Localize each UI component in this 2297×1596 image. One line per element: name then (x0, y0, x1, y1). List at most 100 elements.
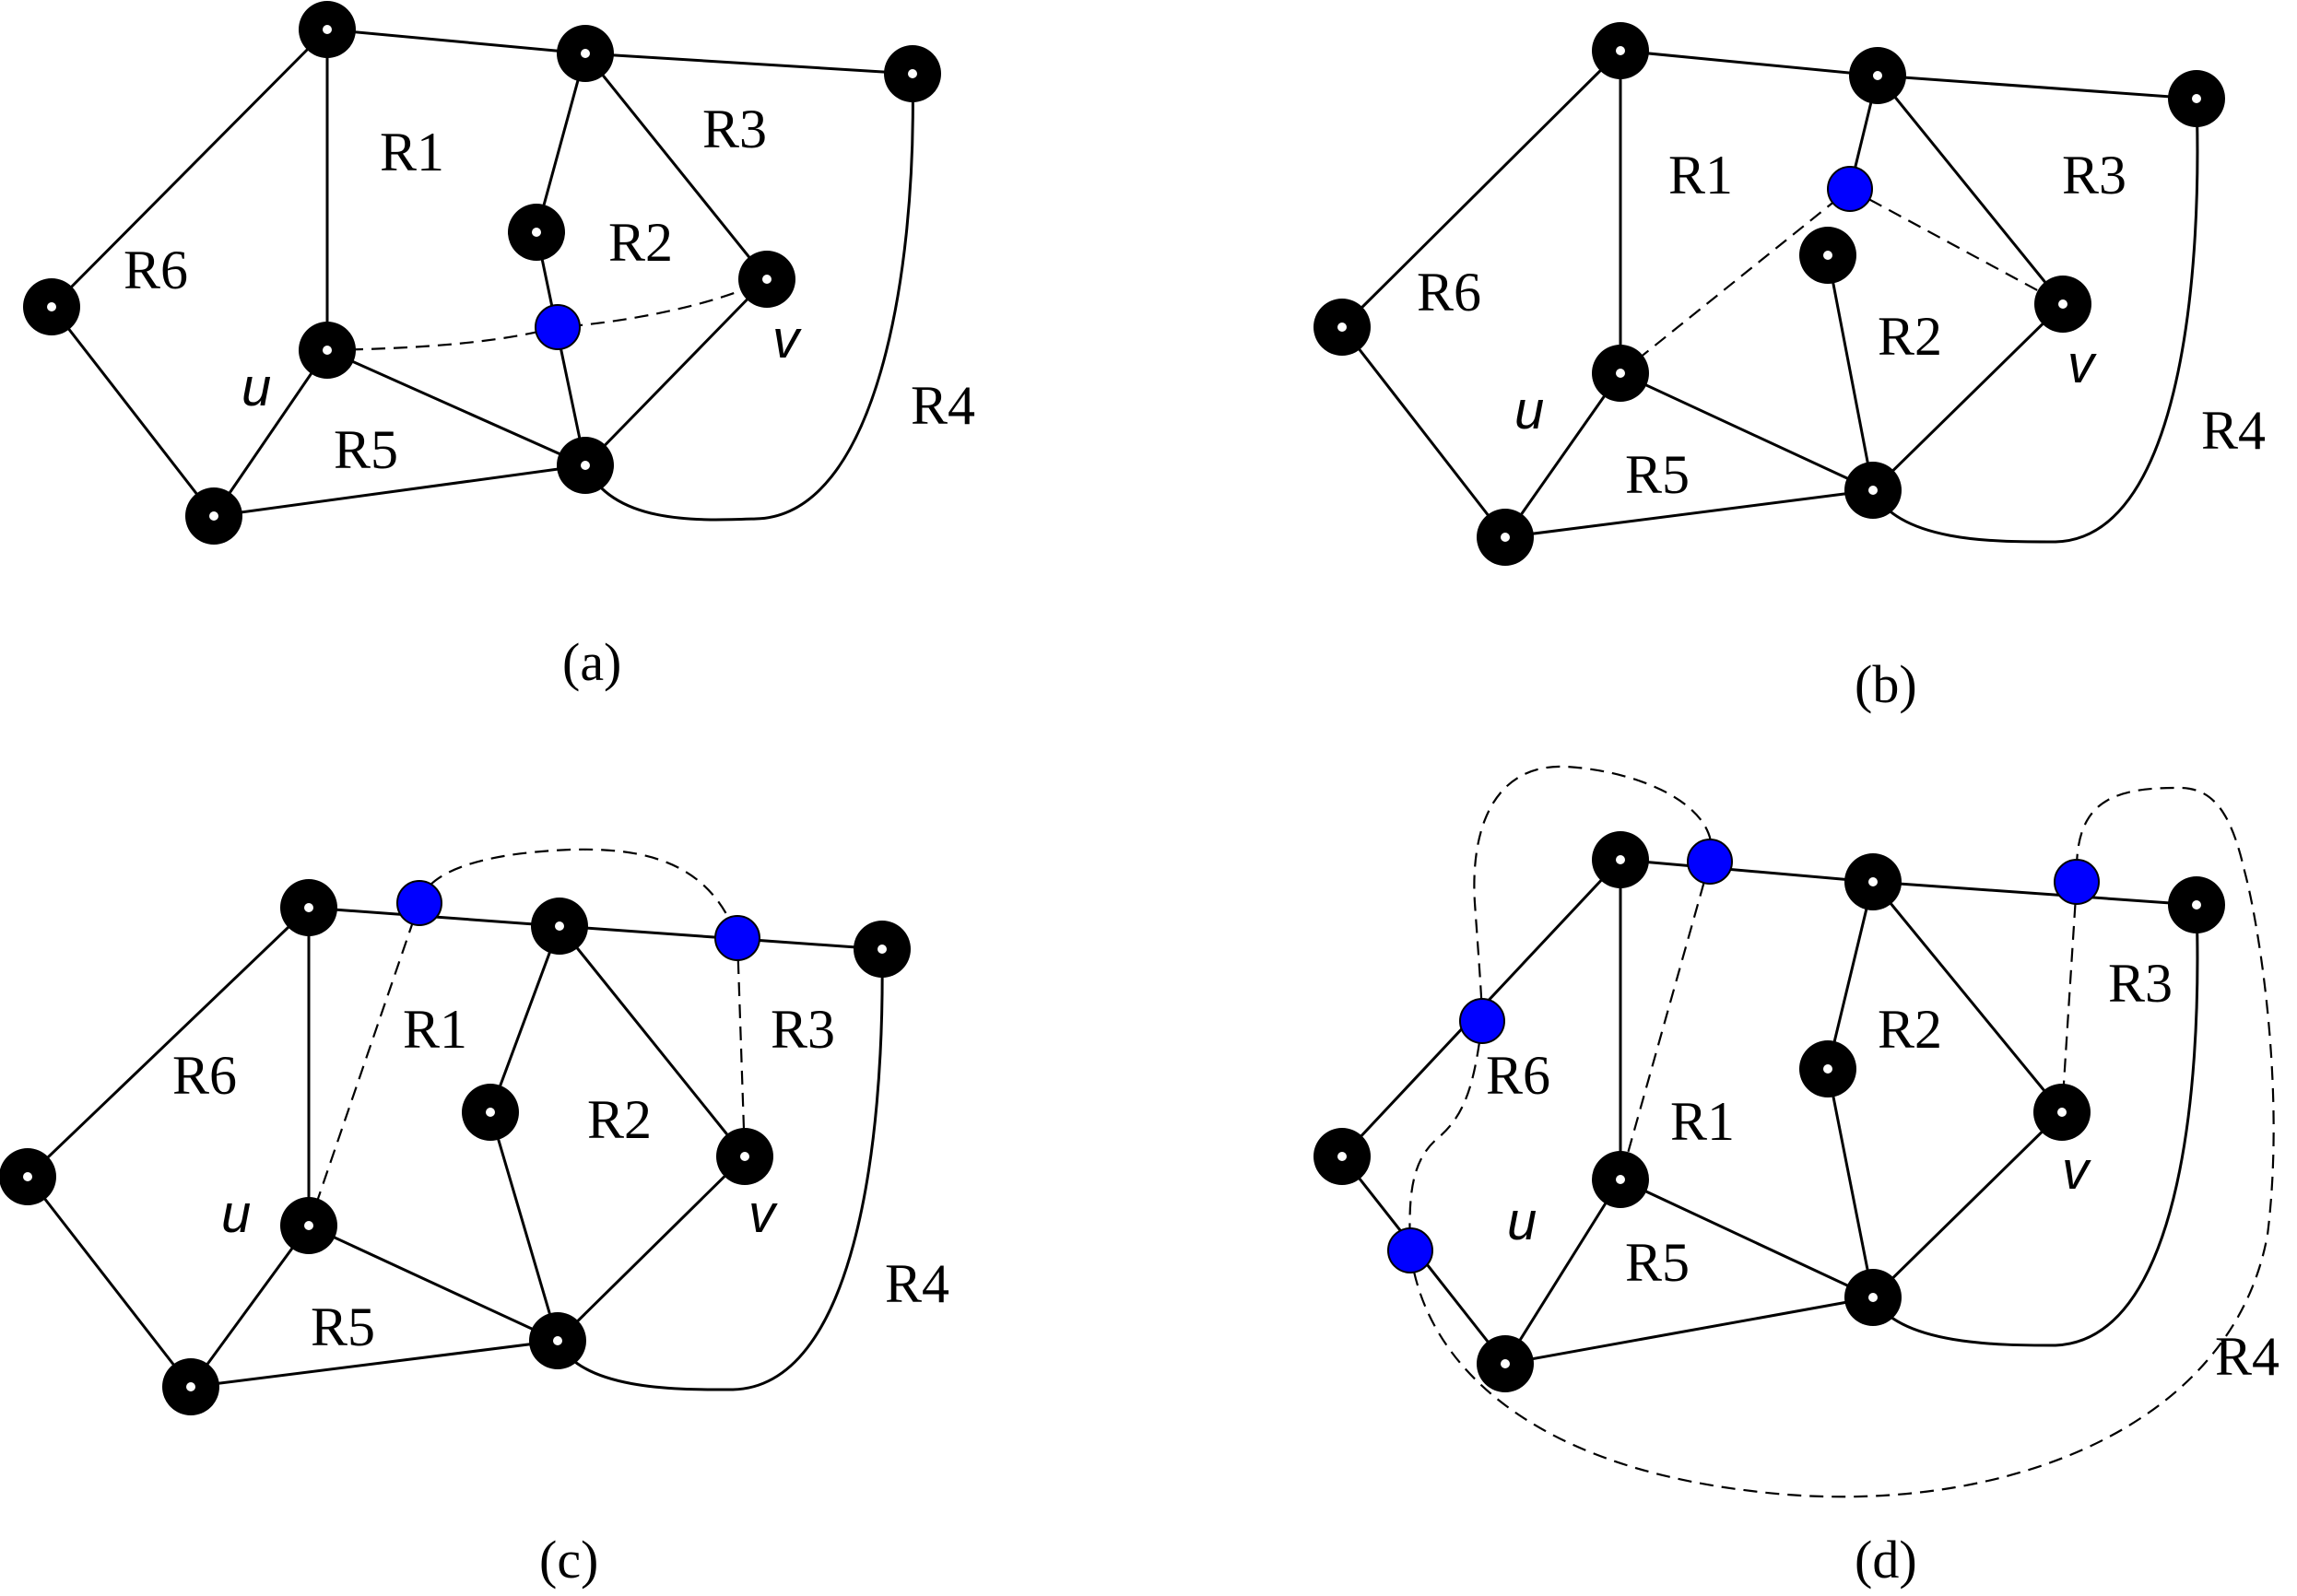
vertices-c (0, 879, 911, 1415)
vertex (1592, 831, 1649, 888)
vertex (185, 487, 242, 545)
subdivision-vertex (396, 880, 442, 926)
dashed-edge (2060, 881, 2079, 1113)
vertex-label-v: v (2062, 1141, 2091, 1201)
dashed-edge (1408, 786, 2275, 1498)
edge (1877, 74, 2197, 100)
vertex (0, 1148, 56, 1205)
vertex (1844, 1269, 1902, 1326)
panel-c: R1 R2 R3 R4 R5 R6 u v (c) (0, 848, 949, 1590)
edge (326, 348, 586, 467)
region-label-r3: R3 (702, 99, 767, 159)
edge (556, 1155, 747, 1343)
region-label-r3: R3 (2108, 953, 2173, 1014)
region-label-r5: R5 (1625, 444, 1690, 505)
region-label-r2: R2 (587, 1089, 652, 1150)
edge (535, 53, 587, 233)
vertex-u (1592, 345, 1649, 402)
region-label-r1: R1 (380, 122, 444, 182)
region-label-r6: R6 (124, 240, 188, 300)
region-label-r5: R5 (311, 1297, 375, 1357)
edge (1871, 302, 2065, 492)
panel-a: R1 R2 R3 R4 R5 R6 u v (a) (23, 1, 975, 692)
edge (1620, 858, 1874, 884)
panel-caption: (c) (539, 1530, 598, 1590)
vertex-v (2034, 276, 2091, 333)
edge (1340, 49, 1622, 329)
region-label-r5: R5 (334, 419, 398, 480)
dashed-edge (1620, 188, 1851, 374)
region-label-r2: R2 (1878, 999, 1942, 1060)
edge (583, 73, 914, 522)
vertex-label-v: v (2067, 334, 2097, 394)
edge (212, 349, 329, 517)
vertex (557, 25, 614, 82)
vertex-u (1592, 1151, 1649, 1208)
edge (213, 464, 586, 518)
edge (583, 277, 769, 467)
edge (1871, 904, 2199, 1347)
vertex (1849, 47, 1906, 104)
edge (190, 1339, 559, 1389)
vertex (1477, 509, 1534, 566)
edge (1504, 1296, 1874, 1366)
edges-c (26, 906, 884, 1391)
vertex-v (738, 251, 795, 308)
vertex-label-u: u (221, 1184, 251, 1244)
edge (50, 28, 329, 309)
edge (1620, 371, 1874, 492)
vertices-d (1313, 831, 2225, 1392)
region-label-r6: R6 (1417, 262, 1481, 323)
region-label-r2: R2 (1878, 306, 1942, 367)
edge (1876, 75, 2065, 305)
panel-b: R1 R2 R3 R4 R5 R6 u v (b) (1313, 22, 2266, 714)
vertex (854, 921, 911, 978)
edge (584, 52, 913, 76)
region-label-r1: R1 (403, 999, 467, 1060)
edge (1503, 372, 1622, 538)
region-label-r4: R4 (885, 1253, 949, 1314)
edge (1826, 881, 1875, 1070)
vertex (1799, 227, 1856, 284)
edge (26, 906, 311, 1179)
subdivision-vertex (1459, 998, 1505, 1044)
region-label-r1: R1 (1668, 145, 1733, 205)
subdivision-vertex (1387, 1227, 1433, 1273)
edges-b (1340, 49, 2199, 544)
vertex-v (716, 1128, 773, 1185)
edge (1826, 1068, 1875, 1298)
vertex (1844, 462, 1902, 519)
dashed-edge (736, 937, 747, 1157)
vertex (1799, 1040, 1856, 1097)
edge (326, 28, 586, 55)
region-label-r1: R1 (1670, 1091, 1735, 1152)
vertices-b (1313, 22, 2225, 566)
edge (583, 53, 769, 280)
region-label-r3: R3 (2062, 145, 2126, 205)
edge (1503, 1179, 1622, 1365)
edge (1871, 881, 2064, 1113)
edge (1504, 488, 1874, 539)
panel-caption: (a) (562, 632, 621, 692)
vertex (280, 879, 337, 936)
region-label-r5: R5 (1625, 1232, 1690, 1293)
vertices-a (23, 1, 941, 545)
vertex-v (2033, 1084, 2091, 1141)
edge (489, 1111, 560, 1342)
vertex (529, 1312, 586, 1369)
vertex (1844, 853, 1902, 910)
region-label-r4: R4 (911, 375, 975, 436)
panel-caption: (b) (1855, 654, 1917, 714)
vertex (531, 898, 588, 955)
edge (1620, 49, 1879, 77)
vertex (162, 1358, 219, 1415)
edge (1871, 98, 2199, 544)
dashed-edge (1473, 765, 1713, 1022)
region-label-r2: R2 (608, 212, 673, 273)
edge (1872, 880, 2197, 907)
vertex (462, 1084, 519, 1141)
dashed-edge (1408, 1020, 1484, 1251)
vertex (2168, 876, 2225, 933)
edge (558, 925, 747, 1157)
